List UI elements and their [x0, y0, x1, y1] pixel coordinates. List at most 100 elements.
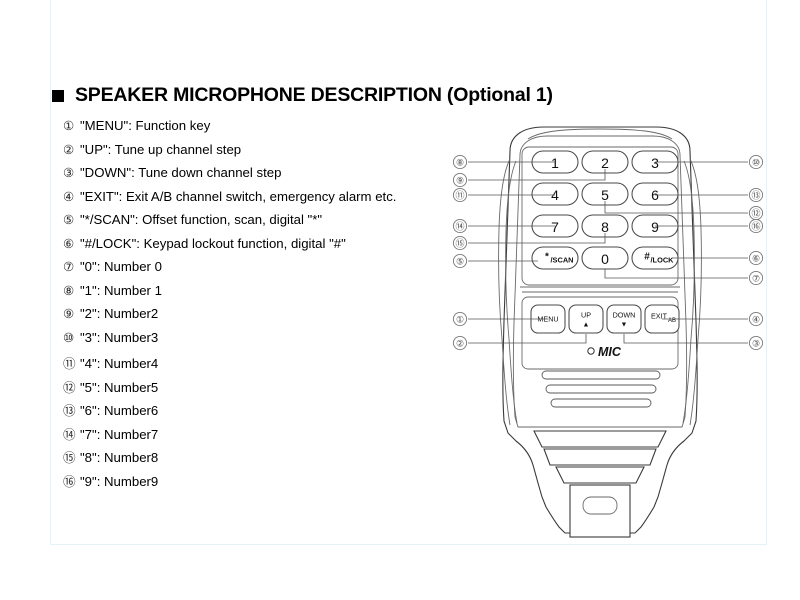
page-title: SPEAKER MICROPHONE DESCRIPTION (Optional…	[52, 84, 553, 107]
grille-slot	[550, 398, 652, 408]
callout-8: ⑧	[452, 154, 555, 170]
callout-3-label: ③	[752, 339, 760, 349]
list-item: ② "UP": Tune up channel step	[63, 142, 453, 166]
list-item-marker: ③	[63, 166, 75, 180]
key-up[interactable]: UP ▲	[568, 304, 604, 334]
key-6[interactable]: 6	[631, 182, 679, 206]
key-up-label: UP	[581, 311, 591, 320]
callout-2-label: ②	[456, 339, 464, 349]
key-star-label: *	[545, 252, 549, 263]
list-item: ⑬ "6": Number6	[63, 400, 453, 424]
filled-square-bullet-icon	[52, 89, 64, 102]
list-item-text: "6": Number6	[80, 403, 159, 418]
list-item-marker: ⑯	[63, 474, 76, 489]
callout-12: ⑫	[604, 201, 764, 221]
key-hash-label: #	[644, 252, 650, 263]
key-2-label: 2	[601, 155, 609, 171]
key-9-label: 9	[651, 219, 659, 235]
key-4[interactable]: 4	[531, 182, 579, 206]
callout-5-label: ⑤	[456, 257, 464, 267]
callout-15-label: ⑮	[455, 239, 464, 249]
speaker-grille	[541, 370, 661, 408]
cable-strain-relief	[533, 430, 667, 538]
key-3-label: 3	[651, 155, 659, 171]
callout-11-label: ⑪	[455, 191, 464, 201]
list-item: ⑫ "5": Number5	[63, 377, 453, 401]
list-item: ⑪ "4": Number4	[63, 353, 453, 377]
list-item-marker: ⑧	[63, 283, 75, 298]
list-item-marker: ④	[63, 189, 75, 204]
callout-7-label: ⑦	[752, 274, 760, 284]
up-arrow-icon: ▲	[583, 322, 590, 329]
key-down-label: DOWN	[613, 311, 636, 320]
callout-13: ⑬	[655, 187, 764, 203]
callout-15: ⑮	[452, 233, 606, 251]
list-item: ⑩ "3": Number3	[63, 330, 453, 354]
list-item: ⑭ "7": Number7	[63, 424, 453, 448]
keypad-panel	[520, 146, 680, 293]
list-item: ⑦ "0": Number 0	[63, 259, 453, 283]
callout-1: ①	[452, 311, 548, 327]
key-0-label: 0	[601, 251, 609, 267]
key-4-label: 4	[551, 187, 559, 203]
list-item-marker: ⑮	[63, 451, 76, 465]
callout-5: ⑤	[452, 253, 538, 269]
key-lock-label: /LOCK	[651, 256, 675, 265]
key-exit-label: EXIT	[651, 312, 668, 321]
callout-8-label: ⑧	[456, 158, 464, 168]
list-item-marker: ②	[63, 142, 75, 157]
speaker-microphone-diagram: 1 2 3 4 5 6 7 8	[448, 125, 778, 545]
key-scan-label: /SCAN	[551, 256, 574, 265]
keypad[interactable]: 1 2 3 4 5 6 7 8	[531, 150, 679, 270]
key-0[interactable]: 0	[581, 246, 629, 270]
list-item: ⑯ "9": Number9	[63, 471, 453, 495]
mic-label: MIC	[598, 345, 622, 359]
key-5-label: 5	[601, 187, 609, 203]
list-item-marker: ⑦	[63, 260, 75, 274]
list-item-marker: ⑩	[63, 330, 75, 345]
list-item-marker: ⑫	[63, 380, 76, 395]
list-item-text: "5": Number5	[80, 379, 159, 395]
key-hash-lock[interactable]: # /LOCK	[631, 246, 679, 270]
grille-slot	[545, 384, 657, 394]
list-item-text: "1": Number 1	[80, 282, 162, 298]
list-item: ⑧ "1": Number 1	[63, 283, 453, 307]
grille-slot	[541, 370, 661, 380]
list-item-text: "8": Number8	[80, 450, 159, 465]
list-item-marker: ①	[63, 119, 75, 133]
callout-10-label: ⑩	[752, 158, 760, 168]
list-item: ① "MENU": Function key	[63, 118, 453, 142]
callout-13-label: ⑬	[751, 191, 760, 201]
key-star-scan[interactable]: * /SCAN	[531, 246, 579, 270]
list-item-text: "*/SCAN": Offset function, scan, digital…	[80, 212, 323, 227]
callout-9: ⑨	[452, 169, 606, 188]
list-item-marker: ⑬	[63, 404, 76, 418]
list-item-text: "DOWN": Tune down channel step	[80, 165, 282, 180]
callout-3: ③	[623, 334, 764, 351]
list-item-text: "4": Number4	[80, 356, 159, 371]
callout-4: ④	[662, 311, 764, 327]
callout-14-label: ⑭	[455, 222, 464, 232]
description-list: ① "MENU": Function key ② "UP": Tune up c…	[63, 118, 453, 494]
callout-9-label: ⑨	[456, 176, 464, 186]
callout-6: ⑥	[672, 250, 764, 266]
callout-1-label: ①	[456, 315, 464, 325]
function-row-panel	[521, 296, 679, 370]
callouts: ⑧ ⑨ ⑪ ⑭ ⑮ ⑤ ①	[452, 154, 764, 351]
list-item-text: "3": Number3	[80, 329, 159, 345]
callout-6-label: ⑥	[752, 254, 760, 264]
list-item-text: "7": Number7	[80, 426, 159, 442]
small-circle-led-icon	[587, 347, 595, 355]
list-item: ⑤ "*/SCAN": Offset function, scan, digit…	[63, 212, 453, 236]
key-down[interactable]: DOWN ▼	[606, 304, 642, 334]
list-item-text: "MENU": Function key	[80, 118, 211, 133]
callout-7: ⑦	[604, 269, 764, 286]
list-item: ③ "DOWN": Tune down channel step	[63, 165, 453, 189]
list-item-text: "0": Number 0	[80, 259, 162, 274]
page-title-text: SPEAKER MICROPHONE DESCRIPTION (Optional…	[75, 84, 553, 106]
list-item-text: "UP": Tune up channel step	[80, 141, 242, 157]
key-8-label: 8	[601, 219, 609, 235]
key-5[interactable]: 5	[581, 182, 629, 206]
list-item-text: "EXIT": Exit A/B channel switch, emergen…	[80, 188, 397, 204]
callout-12-label: ⑫	[751, 209, 760, 219]
